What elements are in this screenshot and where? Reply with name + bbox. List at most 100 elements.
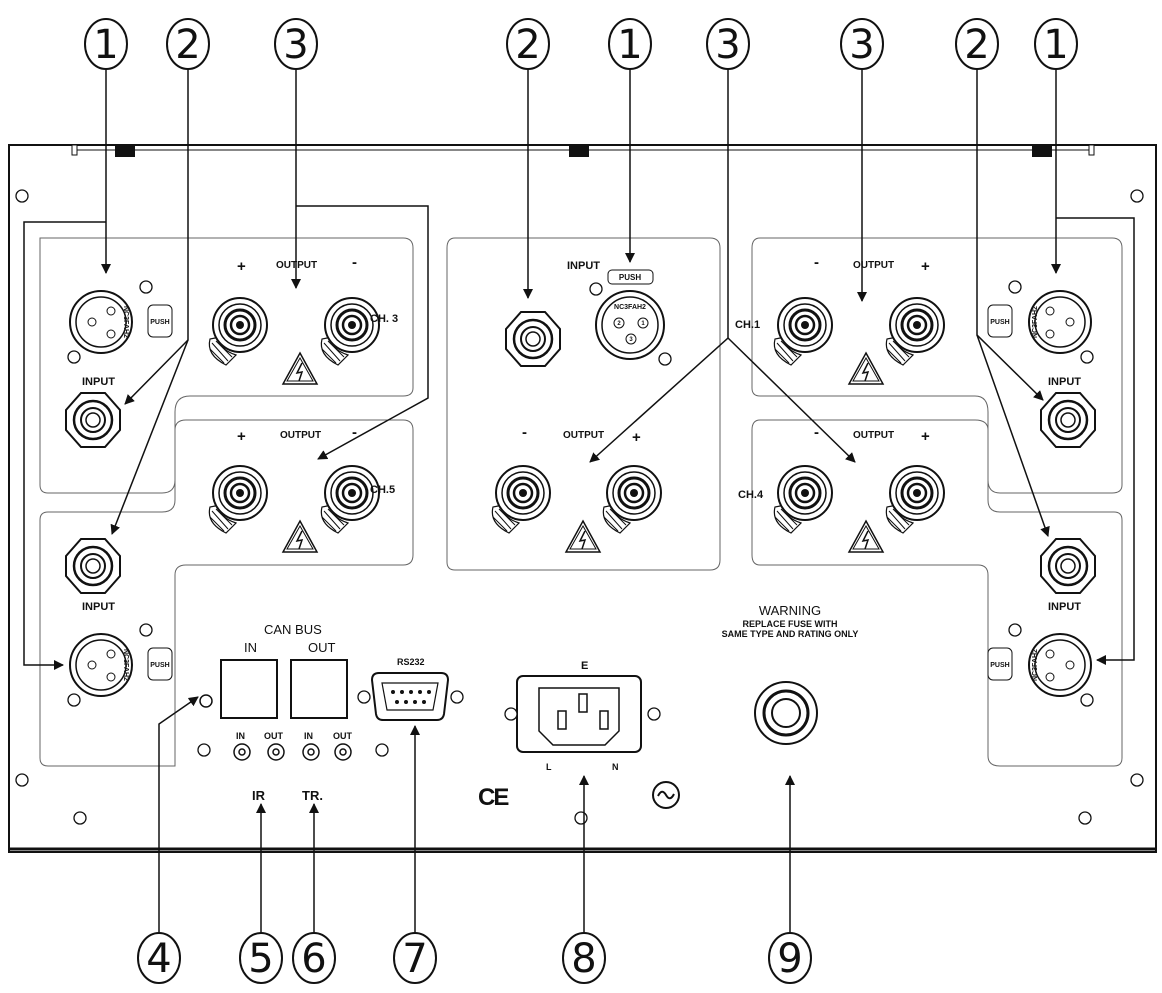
push-tab bbox=[607, 269, 654, 285]
rs232-label: RS232 bbox=[397, 657, 425, 667]
xlr-model-label: NC3FAH2 bbox=[1032, 306, 1039, 338]
xlr-input-ch1[interactable] bbox=[987, 290, 1092, 354]
push-label: PUSH bbox=[150, 662, 169, 669]
mount-hole bbox=[1080, 350, 1094, 364]
ir-in-jack[interactable] bbox=[233, 743, 251, 761]
xlr-input-center[interactable] bbox=[595, 290, 665, 360]
mount-hole bbox=[197, 743, 211, 757]
callout-number: 3 bbox=[715, 22, 740, 68]
push-label: PUSH bbox=[619, 273, 641, 282]
mount-hole bbox=[73, 811, 87, 825]
trigger-out-jack[interactable] bbox=[334, 743, 352, 761]
ir-label: IR bbox=[252, 788, 266, 803]
xlr-input-ch4[interactable] bbox=[987, 633, 1092, 697]
minus-label: - bbox=[352, 424, 357, 441]
xlr-pin-2: 2 bbox=[617, 321, 621, 327]
iec-power-inlet[interactable] bbox=[516, 675, 642, 753]
callout-number: 1 bbox=[93, 22, 118, 68]
xlr-pin-1: 1 bbox=[641, 321, 645, 327]
callout-number: 6 bbox=[301, 936, 326, 982]
panel-outlines bbox=[39, 237, 1123, 767]
rca-input-ch4[interactable] bbox=[1039, 537, 1097, 595]
xlr-model-label: NC3FAH2 bbox=[122, 649, 129, 681]
iec-n-label: N bbox=[612, 762, 619, 772]
callout-number: 2 bbox=[515, 22, 540, 68]
warning-line2: SAME TYPE AND RATING ONLY bbox=[722, 629, 859, 639]
leader-lines bbox=[23, 69, 1135, 933]
warning-title: WARNING bbox=[759, 603, 821, 618]
ir-out-jack[interactable] bbox=[267, 743, 285, 761]
ch5-label: CH.5 bbox=[370, 484, 395, 496]
mount-hole bbox=[1008, 623, 1022, 637]
callout-number: 1 bbox=[1043, 22, 1068, 68]
iec-l-label: L bbox=[546, 762, 552, 772]
mount-hole bbox=[647, 707, 661, 721]
input-label-ch1: INPUT bbox=[1048, 376, 1081, 388]
output-label-ch4: OUTPUT bbox=[853, 430, 894, 441]
mount-hole bbox=[504, 707, 518, 721]
mount-hole bbox=[574, 811, 588, 825]
plus-label: + bbox=[921, 428, 930, 445]
ir-in-label: IN bbox=[236, 731, 245, 741]
tr-out-label: OUT bbox=[333, 731, 353, 741]
warning-line1: REPLACE FUSE WITH bbox=[742, 619, 837, 629]
mount-hole bbox=[375, 743, 389, 757]
output-label-center: OUTPUT bbox=[563, 430, 604, 441]
minus-label: - bbox=[814, 424, 819, 441]
input-label-ch5: INPUT bbox=[82, 601, 115, 613]
callout-number: 3 bbox=[283, 22, 308, 68]
can-bus-out-port[interactable] bbox=[290, 659, 348, 719]
xlr-model-label: NC3FAH2 bbox=[614, 304, 646, 311]
mount-hole bbox=[450, 690, 464, 704]
plus-label: + bbox=[237, 428, 246, 445]
rca-input-ch1[interactable] bbox=[1039, 391, 1097, 449]
callout-number: 9 bbox=[777, 936, 802, 982]
xlr-input-ch5[interactable] bbox=[69, 633, 173, 697]
iec-e-label: E bbox=[581, 660, 588, 672]
fuse-holder[interactable] bbox=[754, 681, 818, 745]
input-label-ch4: INPUT bbox=[1048, 601, 1081, 613]
rca-input-ch3[interactable] bbox=[64, 391, 122, 449]
callout-number: 5 bbox=[248, 936, 273, 982]
callout-number: 4 bbox=[146, 936, 171, 982]
rca-input-center[interactable] bbox=[504, 310, 562, 368]
xlr-input-ch3[interactable] bbox=[69, 290, 173, 354]
trigger-in-jack[interactable] bbox=[302, 743, 320, 761]
mount-hole bbox=[139, 280, 153, 294]
mount-hole bbox=[1130, 773, 1144, 787]
push-label: PUSH bbox=[150, 319, 169, 326]
ce-mark: CE bbox=[478, 784, 509, 811]
mount-hole bbox=[1080, 693, 1094, 707]
mount-hole bbox=[589, 282, 603, 296]
can-bus-in-port[interactable] bbox=[220, 659, 278, 719]
callout-number: 2 bbox=[175, 22, 200, 68]
mount-hole bbox=[15, 189, 29, 203]
minus-label: - bbox=[814, 254, 819, 271]
can-bus-label: CAN BUS bbox=[264, 622, 322, 637]
ch4-label: CH.4 bbox=[738, 489, 764, 501]
output-label-ch5: OUTPUT bbox=[280, 430, 321, 441]
callout-number: 1 bbox=[617, 22, 642, 68]
mount-hole bbox=[67, 693, 81, 707]
callout-number: 7 bbox=[402, 936, 427, 982]
mount-hole bbox=[1130, 189, 1144, 203]
xlr-model-label: NC3FAH2 bbox=[1032, 649, 1039, 681]
ch1-label: CH.1 bbox=[735, 319, 760, 331]
can-out-label: OUT bbox=[308, 640, 336, 655]
tr-in-label: IN bbox=[304, 731, 313, 741]
mount-hole bbox=[357, 690, 371, 704]
mount-hole bbox=[1008, 280, 1022, 294]
mount-hole bbox=[658, 352, 672, 366]
rca-input-ch5[interactable] bbox=[64, 537, 122, 595]
mount-hole bbox=[1078, 811, 1092, 825]
push-label: PUSH bbox=[990, 662, 1009, 669]
input-label-ch3: INPUT bbox=[82, 376, 115, 388]
ground-terminal[interactable] bbox=[199, 694, 213, 708]
callout-number: 8 bbox=[571, 936, 596, 982]
mount-hole bbox=[67, 350, 81, 364]
xlr-pin-3: 3 bbox=[629, 337, 633, 343]
rs232-port[interactable] bbox=[370, 672, 450, 721]
callout-number: 3 bbox=[849, 22, 874, 68]
push-label: PUSH bbox=[990, 319, 1009, 326]
